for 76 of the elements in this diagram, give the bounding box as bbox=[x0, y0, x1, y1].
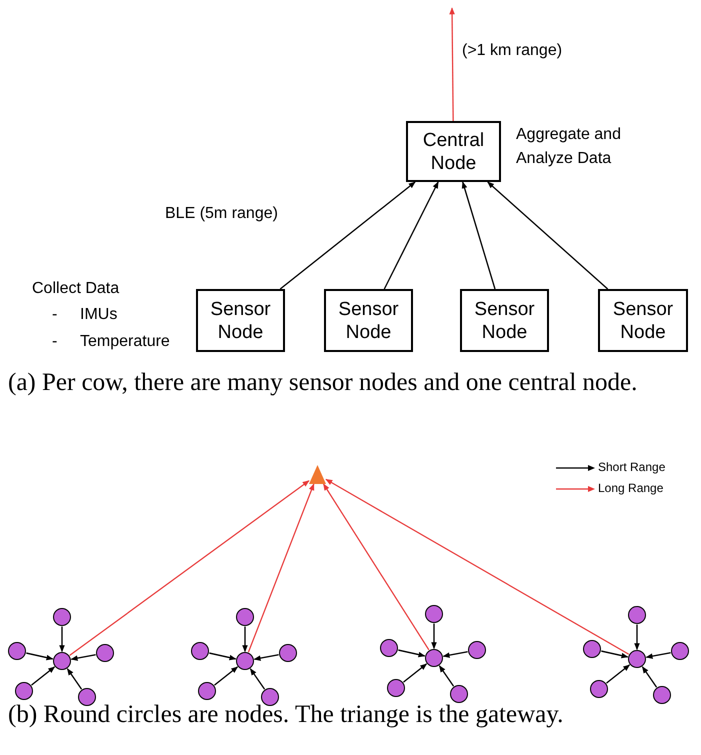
node-circle bbox=[425, 605, 443, 623]
node-circle bbox=[387, 679, 405, 697]
node-circle bbox=[468, 641, 486, 659]
node-circle bbox=[191, 642, 209, 660]
arrow bbox=[59, 626, 65, 652]
list-item: Temperature bbox=[80, 333, 170, 351]
node-circle bbox=[279, 644, 297, 662]
bullet-dash: - bbox=[52, 333, 58, 351]
arrow bbox=[323, 483, 430, 650]
arrow bbox=[438, 665, 454, 687]
arrow bbox=[449, 7, 455, 121]
node-circle bbox=[15, 682, 33, 700]
edge-label: (>1 km range) bbox=[462, 42, 562, 60]
arrow bbox=[70, 654, 96, 661]
arrow bbox=[634, 624, 640, 650]
node-circle bbox=[653, 686, 671, 704]
node-label: Sensor Node bbox=[612, 298, 674, 344]
arrow bbox=[31, 666, 56, 686]
arrow bbox=[442, 651, 468, 658]
node-circle bbox=[53, 608, 71, 626]
node-label: Sensor Node bbox=[473, 298, 536, 344]
arrow bbox=[280, 182, 416, 290]
arrow bbox=[403, 663, 428, 683]
node-label: Sensor Node bbox=[337, 298, 400, 344]
arrow bbox=[606, 664, 630, 684]
node-note: Aggregate and Analyze Data bbox=[516, 125, 622, 169]
edge-label-text: BLE (5m range) bbox=[165, 205, 278, 223]
arrow bbox=[325, 478, 630, 655]
node-circle bbox=[671, 642, 689, 660]
node-circle bbox=[261, 688, 279, 706]
node-label: Central Node bbox=[422, 128, 486, 174]
arrow bbox=[209, 652, 236, 660]
node-circle bbox=[8, 642, 26, 660]
arrow bbox=[250, 668, 266, 690]
node-circle bbox=[236, 652, 254, 670]
bullet-dash: - bbox=[52, 306, 58, 324]
node-circle bbox=[628, 650, 646, 668]
arrow bbox=[642, 666, 658, 688]
node-circle bbox=[198, 682, 216, 700]
legend-label: Short Range bbox=[598, 460, 666, 474]
process-box bbox=[406, 121, 501, 182]
legend-label: Long Range bbox=[598, 481, 664, 495]
node-circle bbox=[450, 685, 468, 703]
arrow bbox=[487, 182, 608, 290]
node-label: Sensor Node bbox=[209, 298, 272, 344]
process-box bbox=[324, 289, 413, 352]
process-box bbox=[460, 289, 549, 352]
node-circle bbox=[590, 680, 608, 698]
node-circle bbox=[628, 606, 646, 624]
list-item: IMUs bbox=[80, 306, 118, 324]
arrow bbox=[214, 666, 238, 686]
arrow bbox=[248, 483, 314, 652]
arrow bbox=[66, 668, 82, 690]
process-box bbox=[598, 289, 688, 352]
node-circle bbox=[53, 652, 71, 670]
node-circle bbox=[380, 639, 398, 657]
figure-caption: (b) Round circles are nodes. The triange is the gateway. bbox=[8, 700, 564, 730]
node-circle bbox=[78, 688, 96, 706]
arrow bbox=[26, 652, 54, 660]
arrow bbox=[254, 654, 279, 661]
note-text: Collect Data bbox=[32, 280, 120, 298]
arrow bbox=[398, 649, 426, 658]
node-circle bbox=[236, 608, 254, 626]
arrow bbox=[242, 626, 248, 652]
arrow bbox=[69, 480, 310, 656]
node-circle bbox=[583, 640, 601, 658]
arrow bbox=[384, 181, 439, 290]
node-circle bbox=[425, 649, 443, 667]
arrow bbox=[431, 624, 437, 650]
process-box bbox=[196, 289, 285, 352]
node-circle bbox=[96, 644, 114, 662]
arrow bbox=[601, 650, 628, 658]
figure-caption: (a) Per cow, there are many sensor nodes and one central node. bbox=[8, 368, 638, 398]
arrow bbox=[462, 181, 496, 290]
gateway-triangle bbox=[309, 465, 326, 484]
arrow bbox=[646, 652, 671, 659]
